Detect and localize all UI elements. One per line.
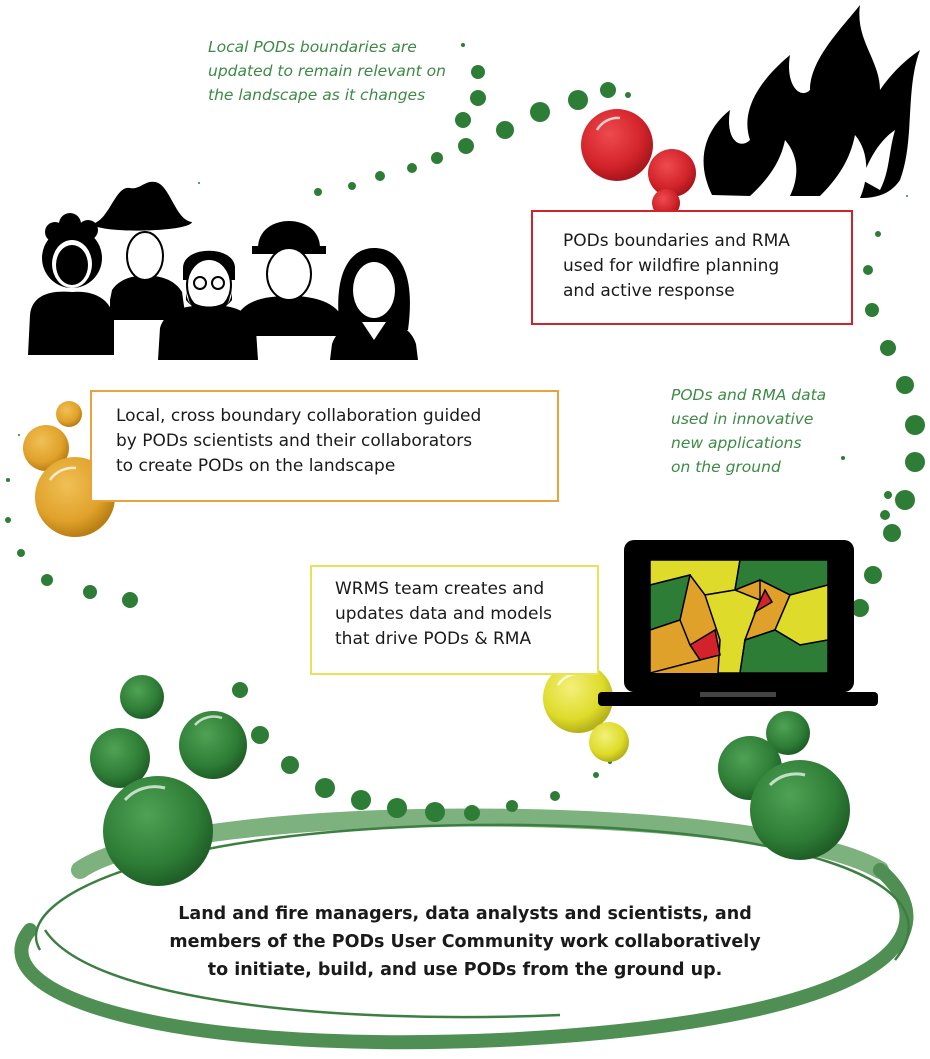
path-dot	[18, 434, 20, 436]
path-dot	[407, 163, 417, 173]
note-right-line-3: new applications	[671, 434, 802, 452]
path-dot	[122, 592, 138, 608]
path-dot	[864, 566, 882, 584]
path-dot	[625, 92, 631, 98]
path-dot	[455, 112, 471, 128]
path-dot	[232, 682, 248, 698]
green-bubbles-left	[90, 675, 247, 886]
wrms-line-2: updates data and models	[335, 604, 553, 624]
wrms-team-box: WRMS team creates and updates data and m…	[310, 565, 599, 675]
collaboration-line-2: by PODs scientists and their collaborato…	[116, 431, 473, 451]
note-landscape-updates: Local PODs boundaries are updated to rem…	[208, 35, 446, 107]
path-dot	[351, 790, 371, 810]
path-dot	[865, 303, 879, 317]
path-dot	[425, 802, 445, 822]
note-right-line-2: used in innovative	[671, 410, 814, 428]
path-dot	[375, 171, 385, 181]
collaboration-box: Local, cross boundary collaboration guid…	[90, 390, 559, 502]
path-dot	[568, 90, 588, 110]
path-dot	[41, 574, 53, 586]
path-dot	[348, 182, 356, 190]
path-dot	[600, 82, 616, 98]
path-dot	[896, 376, 914, 394]
path-dot	[593, 772, 599, 778]
path-dot	[431, 152, 443, 164]
path-dot	[461, 43, 465, 47]
yellow-bubbles	[543, 663, 629, 762]
path-dot	[387, 798, 407, 818]
laptop-map-icon	[598, 540, 878, 706]
wrms-line-3: that drive PODs & RMA	[335, 629, 532, 649]
path-dot	[841, 456, 845, 460]
path-dot	[315, 778, 335, 798]
path-dot	[314, 188, 322, 196]
path-dot	[17, 549, 25, 557]
community-line-3: to initiate, build, and use PODs from th…	[207, 960, 723, 980]
path-dot	[863, 265, 873, 275]
community-line-2: members of the PODs User Community work …	[169, 932, 761, 952]
red-bubbles	[581, 109, 696, 217]
people-group-icon	[28, 181, 418, 360]
path-dot	[281, 756, 299, 774]
path-dot	[83, 585, 97, 599]
note-data-applications: PODs and RMA data used in innovative new…	[671, 383, 826, 479]
path-dot	[458, 138, 474, 154]
path-dot	[883, 524, 901, 542]
fire-icon	[703, 5, 920, 198]
path-dot	[464, 805, 480, 821]
path-dot	[880, 510, 890, 520]
note-top-line-3: the landscape as it changes	[208, 86, 426, 104]
path-dot	[496, 121, 514, 139]
wildfire-line-1: PODs boundaries and RMA	[563, 231, 790, 251]
note-top-line-1: Local PODs boundaries are	[208, 38, 417, 56]
wildfire-line-2: used for wildfire planning	[563, 256, 780, 276]
path-dot	[198, 182, 200, 184]
wildfire-line-3: and active response	[563, 281, 735, 301]
collaboration-line-3: to create PODs on the landscape	[116, 456, 396, 476]
path-dot	[471, 65, 485, 79]
dotted-path	[5, 43, 925, 822]
wildfire-planning-box: PODs boundaries and RMA used for wildfir…	[531, 210, 853, 325]
path-dot	[550, 791, 560, 801]
community-line-1: Land and fire managers, data analysts an…	[178, 904, 752, 924]
path-dot	[6, 478, 10, 482]
path-dot	[470, 90, 486, 106]
path-dot	[880, 340, 896, 356]
path-dot	[851, 599, 869, 617]
collaboration-line-1: Local, cross boundary collaboration guid…	[116, 406, 482, 426]
path-dot	[906, 195, 908, 197]
path-dot	[875, 231, 881, 237]
path-dot	[905, 452, 925, 472]
path-dot	[530, 102, 550, 122]
path-dot	[884, 491, 892, 499]
wrms-line-1: WRMS team creates and	[335, 579, 545, 599]
path-dot	[506, 800, 518, 812]
note-right-line-1: PODs and RMA data	[671, 386, 827, 404]
community-statement: Land and fire managers, data analysts an…	[100, 900, 830, 984]
note-top-line-2: updated to remain relevant on	[208, 62, 446, 80]
path-dot	[895, 490, 915, 510]
green-bubbles-right	[718, 711, 850, 860]
path-dot	[251, 726, 269, 744]
path-dot	[905, 415, 925, 435]
path-dot	[5, 517, 11, 523]
note-right-line-4: on the ground	[671, 458, 781, 476]
